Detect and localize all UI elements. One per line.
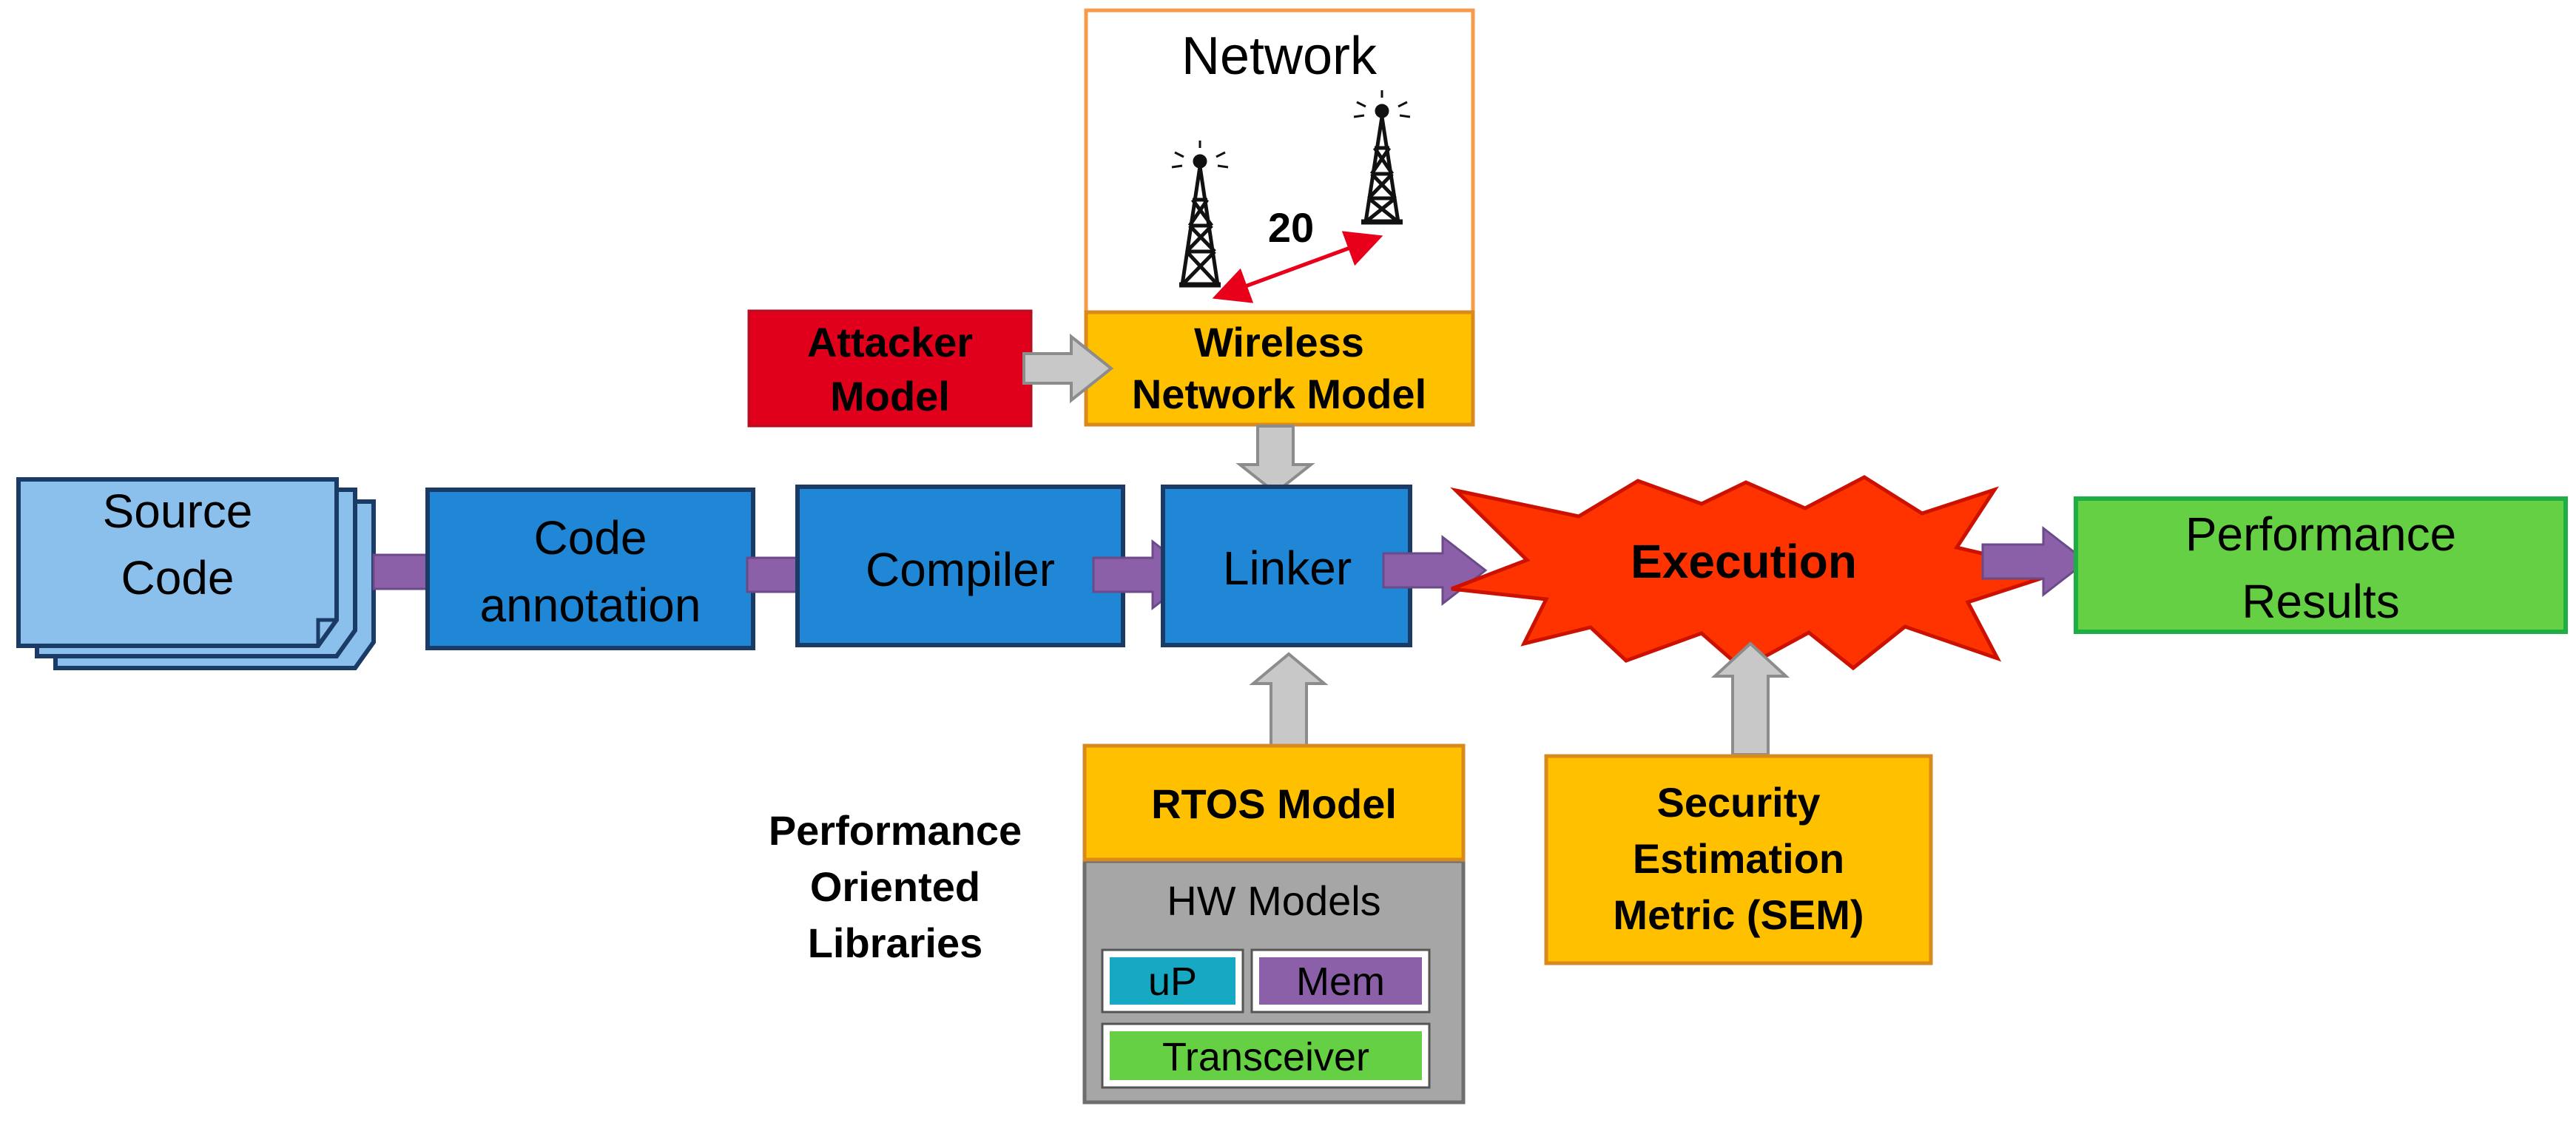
linker-label: Linker [1223,542,1352,595]
wireless-label-line2: Network Model [1132,371,1426,417]
sem-box: Security Estimation Metric (SEM) [1544,754,1933,965]
network-title: Network [1181,27,1378,86]
sem-label-line2: Estimation [1633,835,1844,882]
attacker-label-line1: Attacker [807,319,973,365]
up-label: uP [1148,960,1197,1004]
libraries-line1: Performance [769,807,1022,854]
mem-chip [1259,957,1422,1005]
mem-label: Mem [1296,960,1385,1004]
performance-results-box: Performance Results [2074,496,2568,634]
source-code-line2: Code [121,551,235,604]
execution-burst: Execution [1450,475,2068,672]
distance-label: 20 [1268,204,1314,251]
wireless-to-linker-arrow [1235,425,1315,495]
attacker-model-box: Attacker Model [747,309,1033,428]
code-annotation-box: Code annotation [425,488,755,650]
sem-to-execution-arrow [1710,641,1790,756]
compiler-label: Compiler [866,543,1055,596]
sem-label-line1: Security [1657,779,1821,826]
distance-arrow [1212,231,1383,303]
source-code-stack: Source Code [16,477,376,670]
transceiver-chip [1110,1031,1422,1080]
right-tower-icon [1353,90,1411,225]
rtos-hw-stack: RTOS Model HW Models uP Mem Transceiver [1082,743,1466,1105]
execution-to-results-arrow [1981,525,2088,598]
code-annotation-line1: Code [534,511,647,564]
rtos-model-box [1082,743,1466,862]
results-label-line1: Performance [2185,507,2456,561]
wireless-label-line1: Wireless [1194,319,1364,365]
sem-label-line3: Metric (SEM) [1613,891,1864,938]
compiler-box: Compiler [795,485,1125,647]
performance-libraries-caption: Performance Oriented Libraries [769,807,1022,966]
wireless-network-model-box: Wireless Network Model [1084,310,1475,427]
attacker-label-line2: Model [830,373,950,419]
left-tower-icon [1171,141,1229,288]
attacker-to-wireless-arrow [1022,333,1114,404]
rtos-model-label: RTOS Model [1151,780,1397,827]
libraries-line3: Libraries [808,920,983,966]
execution-label: Execution [1631,535,1857,588]
up-chip [1110,957,1235,1005]
network-panel: Network [1084,8,1475,316]
libraries-line2: Oriented [810,863,980,910]
hw-models-title: HW Models [1167,877,1380,924]
results-label-line2: Results [2242,575,2399,628]
code-annotation-line2: annotation [480,579,701,632]
source-code-line1: Source [103,485,253,538]
rtos-to-linker-arrow [1249,652,1329,760]
transceiver-label: Transceiver [1162,1035,1369,1079]
linker-box: Linker [1161,485,1412,647]
